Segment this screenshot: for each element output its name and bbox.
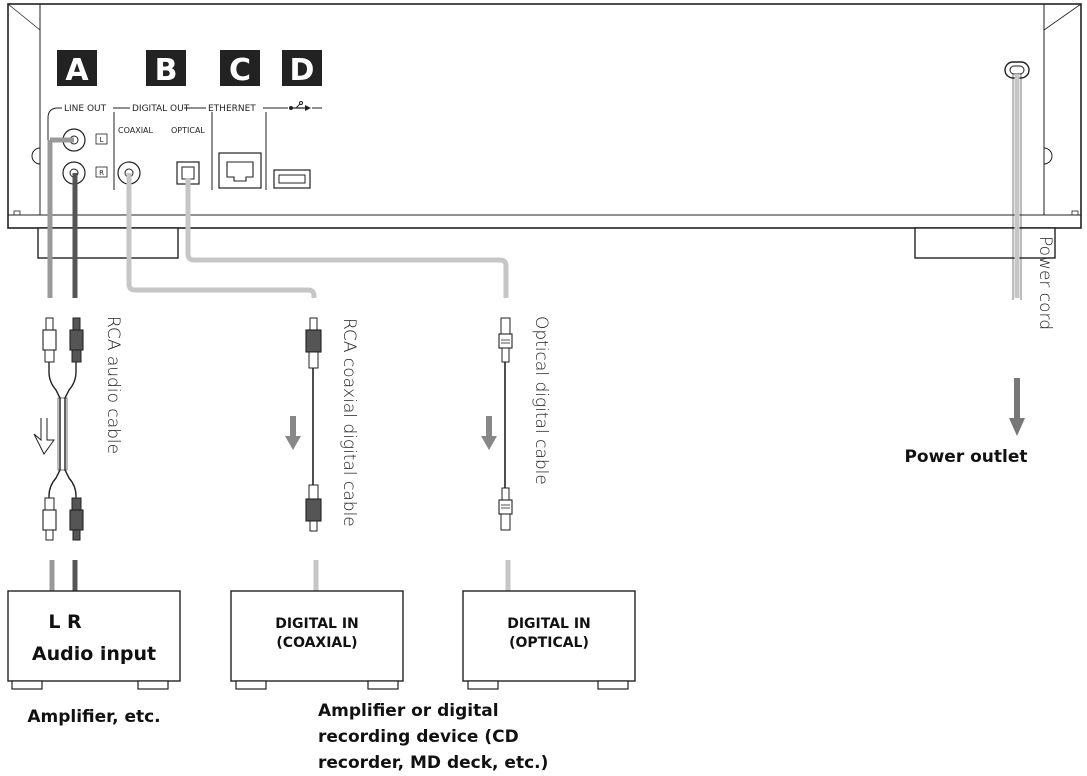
power-cord-label: Power cord [1035, 236, 1055, 330]
direction-arrow-icon [285, 416, 301, 450]
panel-foot-right [914, 227, 1056, 259]
shared-caption-line3: recorder, MD deck, etc.) [318, 753, 548, 773]
rca-audio-cable [33, 317, 84, 541]
amp-lr-label: L R [48, 611, 82, 633]
digital-out-jacks [117, 161, 200, 185]
badge-a-text: A [65, 53, 89, 88]
panel-foot-left [37, 227, 179, 259]
rca-coaxial-cable [285, 317, 322, 532]
badge-d-text: D [290, 53, 315, 88]
optical-port-label: OPTICAL [171, 126, 205, 135]
optical-cable-label: Optical digital cable [531, 316, 551, 485]
shared-device-caption: Amplifier or digital recording device (C… [318, 701, 548, 773]
arrow-down-icon [1009, 418, 1025, 436]
rca-coaxial-cable-label: RCA coaxial digital cable [339, 318, 359, 527]
badge-c-text: C [229, 53, 251, 88]
optical-in-line2: (OPTICAL) [509, 635, 589, 651]
power-arrow [1009, 378, 1025, 436]
badge-b [146, 50, 186, 86]
line-out-label: LINE OUT [64, 104, 107, 114]
badge-c [220, 50, 260, 86]
direction-arrow-icon [481, 416, 497, 450]
direction-arrow-icon [33, 418, 55, 455]
rca-audio-cable-label: RCA audio cable [103, 316, 123, 454]
badge-d [282, 50, 322, 86]
amplifier-caption: Amplifier, etc. [27, 707, 160, 727]
section-labels: LINE OUT DIGITAL OUT ETHERNET COAXIAL OP… [47, 101, 322, 190]
usb-port [273, 169, 311, 189]
jack-l-mark: L [100, 136, 104, 144]
coaxial-in-line1: DIGITAL IN [275, 616, 359, 632]
amplifier-box: L R Audio input [7, 590, 181, 690]
coaxial-in-line2: (COAXIAL) [276, 635, 357, 651]
ethernet-label: ETHERNET [208, 104, 256, 114]
device-rear-panel [7, 3, 1082, 229]
letter-badges: A B C D [57, 50, 322, 88]
badge-a [57, 50, 97, 86]
amp-audio-input-label: Audio input [32, 643, 156, 665]
optical-cable [481, 317, 513, 531]
shared-caption-line1: Amplifier or digital [318, 701, 499, 721]
badge-b-text: B [155, 53, 178, 88]
shared-caption-line2: recording device (CD [318, 727, 519, 747]
digital-out-label: DIGITAL OUT [132, 104, 190, 114]
cable-wires [47, 74, 1022, 300]
optical-input-box: DIGITAL IN (OPTICAL) [462, 590, 636, 690]
coaxial-input-box: DIGITAL IN (COAXIAL) [230, 590, 404, 690]
usb-icon [289, 101, 311, 111]
optical-in-line1: DIGITAL IN [507, 616, 591, 632]
power-outlet-label: Power outlet [904, 447, 1027, 467]
jack-r-mark: R [99, 169, 104, 177]
coaxial-port-label: COAXIAL [118, 126, 154, 135]
ethernet-port [218, 152, 262, 189]
